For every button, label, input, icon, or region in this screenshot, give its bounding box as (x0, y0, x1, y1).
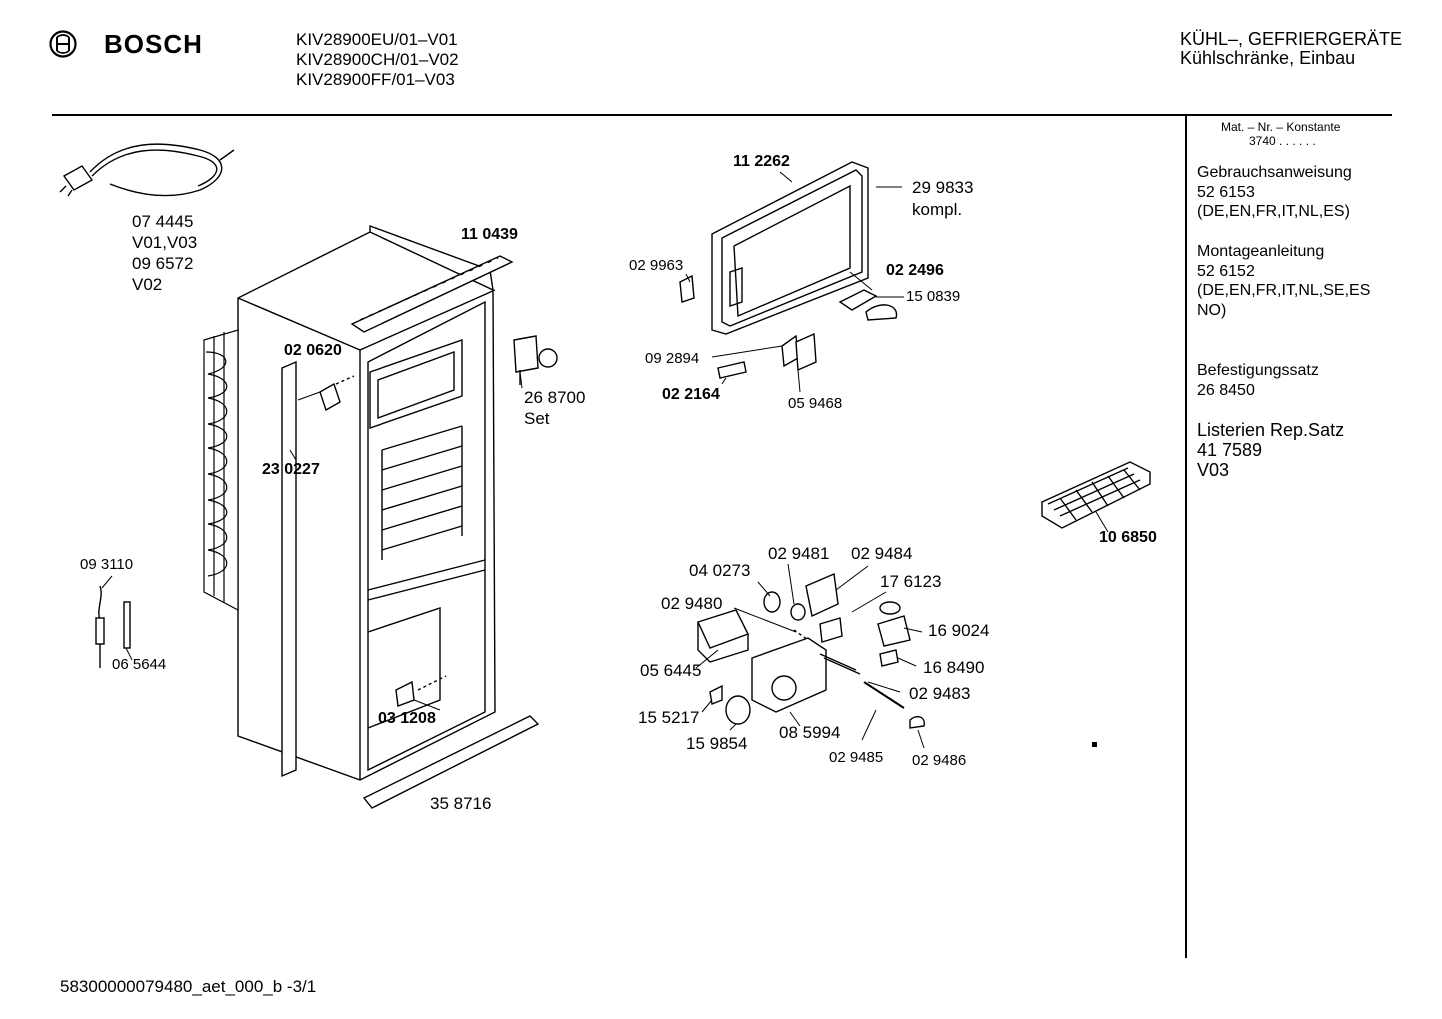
part-variant-label: Set (524, 409, 550, 428)
part-label: 02 2496 (886, 262, 944, 279)
mat-nr-value: 3740 . . . . . . (1249, 134, 1316, 148)
sidebar-item-manual: Gebrauchsanweisung 52 6153 (DE,EN,FR,IT,… (1197, 163, 1352, 222)
sidebar-item-title: Gebrauchsanweisung (1197, 164, 1352, 181)
part-label: 15 0839 (906, 288, 961, 305)
hinge-set-icon (513, 335, 558, 385)
marker-dot (1092, 742, 1097, 747)
sidebar-item-variant: V03 (1197, 460, 1230, 480)
part-label: 02 9484 (851, 544, 913, 563)
part-label: 02 9480 (661, 594, 723, 613)
cabinet-icon (237, 224, 496, 781)
bottom-rail-icon (362, 715, 540, 809)
part-label: 10 6850 (1099, 529, 1157, 546)
condenser-icon (203, 329, 239, 611)
sidebar-item-number: 52 6153 (1197, 183, 1255, 201)
bosch-logo-icon (48, 29, 78, 59)
model-list: KIV28900EU/01–V01 KIV28900CH/01–V02 KIV2… (296, 30, 459, 90)
brand-name: BOSCH (104, 29, 203, 59)
part-label: 09 3110 (80, 556, 134, 573)
sidebar-item-number: 41 7589 (1197, 440, 1263, 460)
part-label: 04 0273 (689, 561, 751, 580)
sidebar-divider (1185, 116, 1187, 958)
sidebar-item-listeria: Listerien Rep.Satz 41 7589 V03 (1197, 420, 1344, 480)
category-subline: Kühlschränke, Einbau (1180, 48, 1356, 68)
part-label: 02 2164 (662, 386, 720, 403)
part-label: 16 8490 (923, 658, 985, 677)
part-label: 09 2894 (645, 350, 700, 367)
part-label: 02 9486 (912, 752, 967, 769)
part-label: 06 5644 (112, 656, 167, 673)
clip-icon (679, 274, 695, 303)
document-id: 58300000079480_aet_000_b -3/1 (60, 977, 317, 996)
thermostat-assembly-icon (697, 572, 925, 729)
part-label: 16 9024 (928, 621, 990, 640)
part-label: 11 2262 (733, 153, 790, 170)
sidebar-item-number: 26 8450 (1197, 381, 1255, 399)
leader-lines (101, 171, 1109, 749)
part-label: 02 9963 (629, 257, 684, 274)
part-label: 05 9468 (788, 395, 843, 412)
part-label: 29 9833 (912, 178, 974, 197)
sensor-icon (95, 585, 131, 668)
part-label: 15 9854 (686, 734, 748, 753)
sidebar-item-langs: (DE,EN,FR,IT,NL,SE,ES (1197, 282, 1371, 299)
category-line: KÜHL–, GEFRIERGERÄTE (1180, 29, 1403, 49)
part-variant-label: kompl. (912, 200, 963, 219)
sidebar-item-title: Befestigungssatz (1197, 362, 1319, 379)
part-label: 11 0439 (461, 226, 518, 243)
door-hinge-icon (717, 332, 817, 379)
part-label: 07 4445 (132, 212, 194, 231)
part-label: 02 9481 (768, 544, 830, 563)
part-label: 02 9483 (909, 684, 971, 703)
part-label: 15 5217 (638, 708, 700, 727)
part-label: 02 9485 (829, 749, 884, 766)
part-variant-label: V02 (132, 275, 163, 294)
category-title: KÜHL–, GEFRIERGERÄTE Kühlschränke, Einba… (1180, 30, 1402, 68)
sidebar-item-title: Listerien Rep.Satz (1197, 420, 1345, 440)
bosch-armature-icon (49, 30, 77, 58)
sidebar-item-installation: Montageanleitung 52 6152 (DE,EN,FR,IT,NL… (1197, 242, 1370, 320)
seal-strip-icon (281, 360, 297, 778)
part-label: 17 6123 (880, 572, 942, 591)
part-label: 03 1208 (378, 710, 436, 727)
part-label: 02 0620 (284, 342, 342, 359)
model-number: KIV28900CH/01–V02 (296, 50, 459, 69)
sidebar-item-number: 52 6152 (1197, 262, 1255, 280)
sidebar-item-langs: NO) (1197, 301, 1227, 319)
part-label: 23 0227 (262, 461, 320, 478)
mat-nr-header: Mat. – Nr. – Konstante (1221, 120, 1341, 134)
handle-icon (838, 289, 898, 321)
part-label: 08 5994 (779, 723, 841, 742)
part-label: 05 6445 (640, 661, 702, 680)
sidebar-item-langs: (DE,EN,FR,IT,NL,ES) (1197, 203, 1350, 220)
sidebar-item-fixing-kit: Befestigungssatz 26 8450 (1197, 361, 1319, 400)
door-icon (711, 161, 869, 335)
part-label: 09 6572 (132, 254, 194, 273)
part-label: 35 8716 (430, 794, 492, 813)
ice-tray-icon (1041, 461, 1151, 529)
part-variant-label: V01,V03 (132, 233, 198, 252)
bracket-icon (319, 382, 341, 412)
sidebar-item-title: Montageanleitung (1197, 243, 1325, 260)
header-divider (52, 114, 1392, 116)
model-number: KIV28900EU/01–V01 (296, 30, 458, 49)
model-number: KIV28900FF/01–V03 (296, 70, 455, 89)
power-cord-icon (59, 143, 235, 197)
top-rail-icon (350, 255, 514, 333)
part-label: 26 8700 (524, 388, 586, 407)
